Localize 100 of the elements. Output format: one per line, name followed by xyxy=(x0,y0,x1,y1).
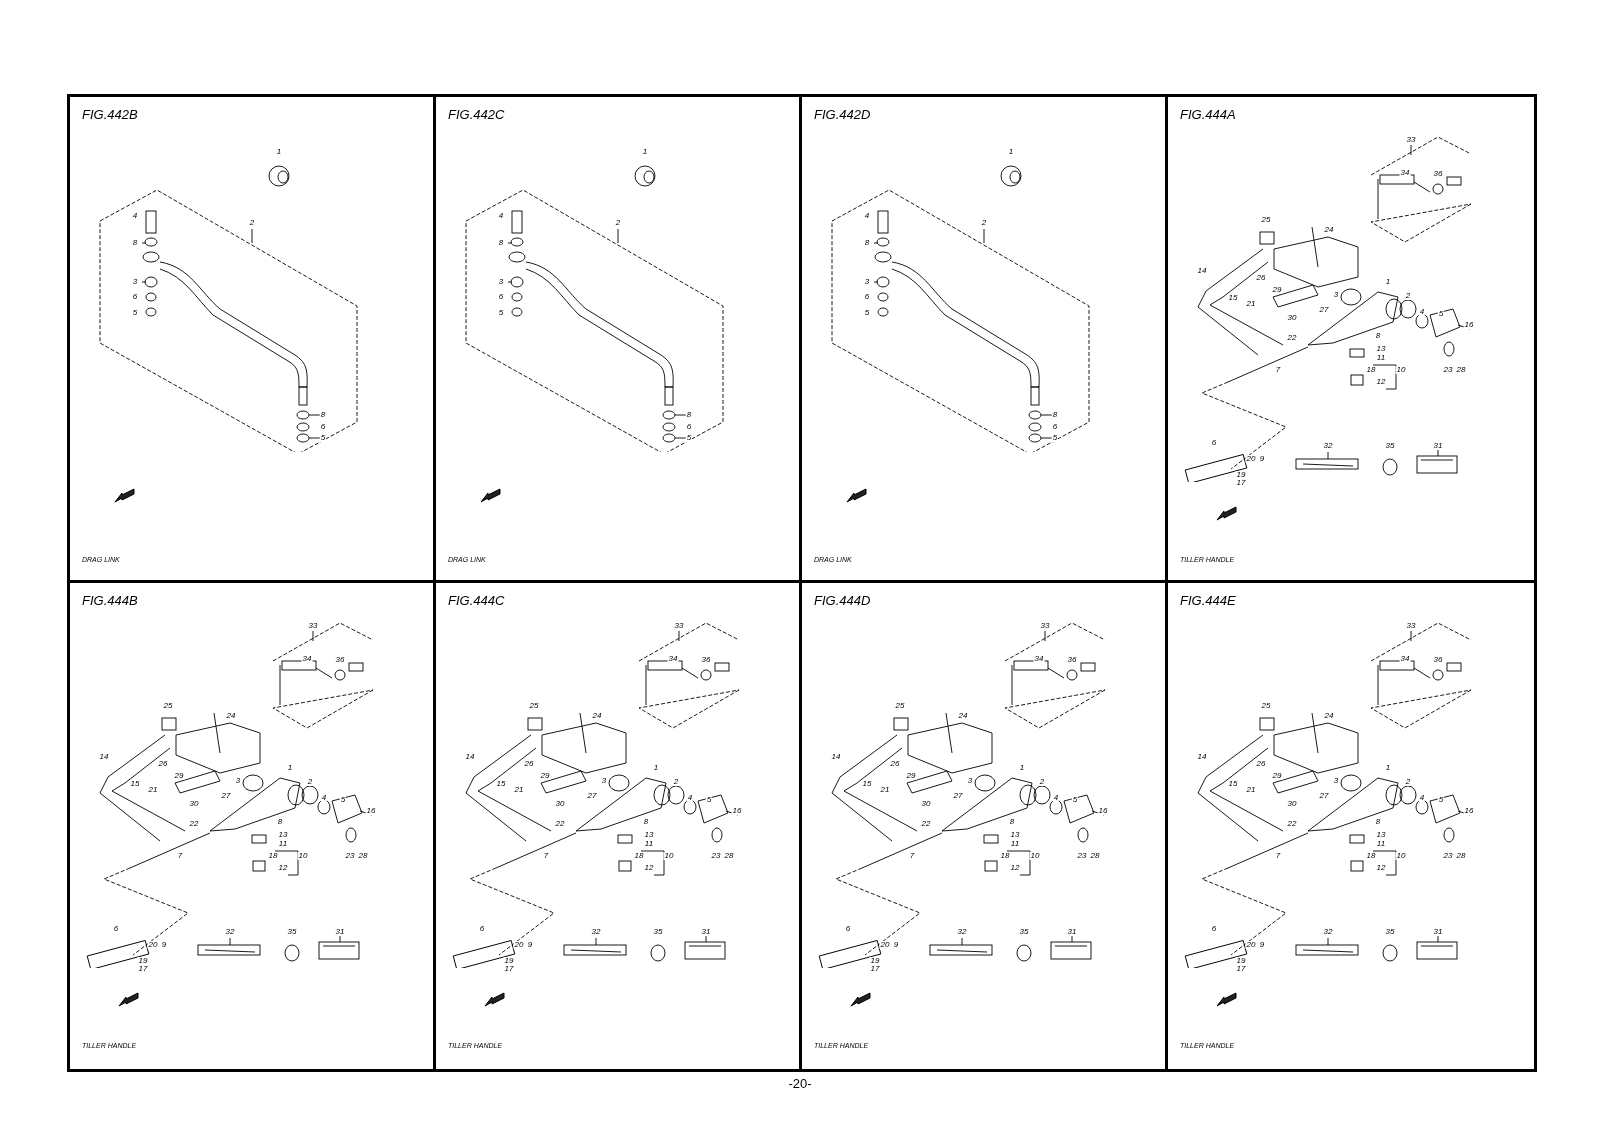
callout-number: 15 xyxy=(129,780,141,788)
callout-number: 13 xyxy=(1375,831,1387,839)
callout-number: 24 xyxy=(1323,226,1335,234)
callout-number: 18 xyxy=(633,852,645,860)
callout-number: 28 xyxy=(1455,852,1467,860)
callout-number: 29 xyxy=(539,772,551,780)
callout-number: 8 xyxy=(276,818,284,826)
callout-number: 36 xyxy=(1432,656,1444,664)
callout-number: 22 xyxy=(920,820,932,828)
callout-number: 35 xyxy=(652,928,664,936)
callout-number: 5 xyxy=(1051,434,1059,442)
callout-number: 28 xyxy=(357,852,369,860)
callout-number: 31 xyxy=(1432,442,1444,450)
callout-number: 34 xyxy=(1399,655,1411,663)
callout-number: 19 xyxy=(1235,471,1247,479)
callout-number: 18 xyxy=(1365,852,1377,860)
callout-number: 5 xyxy=(319,434,327,442)
callout-number: 17 xyxy=(1235,965,1247,973)
callout-number: 6 xyxy=(478,925,486,933)
callout-number: 25 xyxy=(162,702,174,710)
callout-number: 31 xyxy=(334,928,346,936)
callout-number: 35 xyxy=(1384,928,1396,936)
callout-number: 10 xyxy=(1029,852,1041,860)
callout-number: 26 xyxy=(889,760,901,768)
callout-number: 33 xyxy=(1405,136,1417,144)
callout-number: 17 xyxy=(503,965,515,973)
callout-number: 6 xyxy=(131,293,139,301)
callout-number: 6 xyxy=(685,423,693,431)
callout-number: 16 xyxy=(365,807,377,815)
callout-number: 1 xyxy=(275,148,283,156)
callout-number: 28 xyxy=(1455,366,1467,374)
callout-number: 27 xyxy=(1318,306,1330,314)
callout-number: 29 xyxy=(1271,286,1283,294)
callout-number: 35 xyxy=(286,928,298,936)
callout-number: 33 xyxy=(673,622,685,630)
callout-number: 12 xyxy=(277,864,289,872)
callout-number: 5 xyxy=(339,796,347,804)
callout-number: 26 xyxy=(157,760,169,768)
callout-number: 15 xyxy=(1227,294,1239,302)
figure-title: FIG.442C xyxy=(448,106,505,124)
callout-number: 5 xyxy=(685,434,693,442)
callout-number: 10 xyxy=(1395,366,1407,374)
callout-number: 2 xyxy=(980,219,988,227)
callout-number: 10 xyxy=(297,852,309,860)
callout-number: 29 xyxy=(905,772,917,780)
callout-number: 21 xyxy=(513,786,525,794)
callout-number: 4 xyxy=(497,212,505,220)
callout-number: 12 xyxy=(1375,378,1387,386)
figure-title: FIG.444C xyxy=(448,592,505,610)
callout-number: 4 xyxy=(686,794,694,802)
callout-number: 1 xyxy=(1018,764,1026,772)
callout-number: 32 xyxy=(224,928,236,936)
callout-number: 24 xyxy=(225,712,237,720)
callout-number: 29 xyxy=(1271,772,1283,780)
callout-number: 14 xyxy=(464,753,476,761)
callout-number: 35 xyxy=(1018,928,1030,936)
callout-number: 33 xyxy=(1405,622,1417,630)
callout-number: 14 xyxy=(1196,267,1208,275)
callout-number: 30 xyxy=(554,800,566,808)
callout-number: 19 xyxy=(503,957,515,965)
callout-number: 11 xyxy=(1375,354,1387,362)
callout-number: 11 xyxy=(277,840,289,848)
callout-number: 1 xyxy=(1384,278,1392,286)
callout-number: 13 xyxy=(643,831,655,839)
callout-number: 20 xyxy=(513,941,525,949)
callout-number: 34 xyxy=(1399,169,1411,177)
callout-number: 2 xyxy=(306,778,314,786)
callout-number: 15 xyxy=(861,780,873,788)
callout-number: 25 xyxy=(528,702,540,710)
callout-number: 26 xyxy=(523,760,535,768)
callout-number: 3 xyxy=(863,278,871,286)
callout-number: 24 xyxy=(591,712,603,720)
callout-number: 2 xyxy=(614,219,622,227)
callout-number: 3 xyxy=(966,777,974,785)
callout-number: 1 xyxy=(652,764,660,772)
callout-number: 6 xyxy=(319,423,327,431)
callout-number: 28 xyxy=(723,852,735,860)
callout-number: 3 xyxy=(497,278,505,286)
callout-number: 8 xyxy=(642,818,650,826)
callout-number: 24 xyxy=(957,712,969,720)
callout-number: 2 xyxy=(672,778,680,786)
callout-number: 8 xyxy=(1008,818,1016,826)
callout-number: 19 xyxy=(1235,957,1247,965)
callout-number: 1 xyxy=(286,764,294,772)
callout-number: 9 xyxy=(160,941,168,949)
callout-number: 13 xyxy=(1375,345,1387,353)
figure-title: FIG.444E xyxy=(1180,592,1236,610)
callout-number: 9 xyxy=(1258,455,1266,463)
callout-number: 33 xyxy=(307,622,319,630)
callout-number: 6 xyxy=(112,925,120,933)
callout-number: 14 xyxy=(1196,753,1208,761)
callout-number: 21 xyxy=(879,786,891,794)
callout-number: 3 xyxy=(1332,777,1340,785)
callout-number: 5 xyxy=(131,309,139,317)
callout-number: 7 xyxy=(1274,852,1282,860)
callout-number: 31 xyxy=(1432,928,1444,936)
callout-number: 30 xyxy=(1286,800,1298,808)
callout-number: 3 xyxy=(131,278,139,286)
callout-number: 30 xyxy=(920,800,932,808)
callout-number: 32 xyxy=(1322,928,1334,936)
